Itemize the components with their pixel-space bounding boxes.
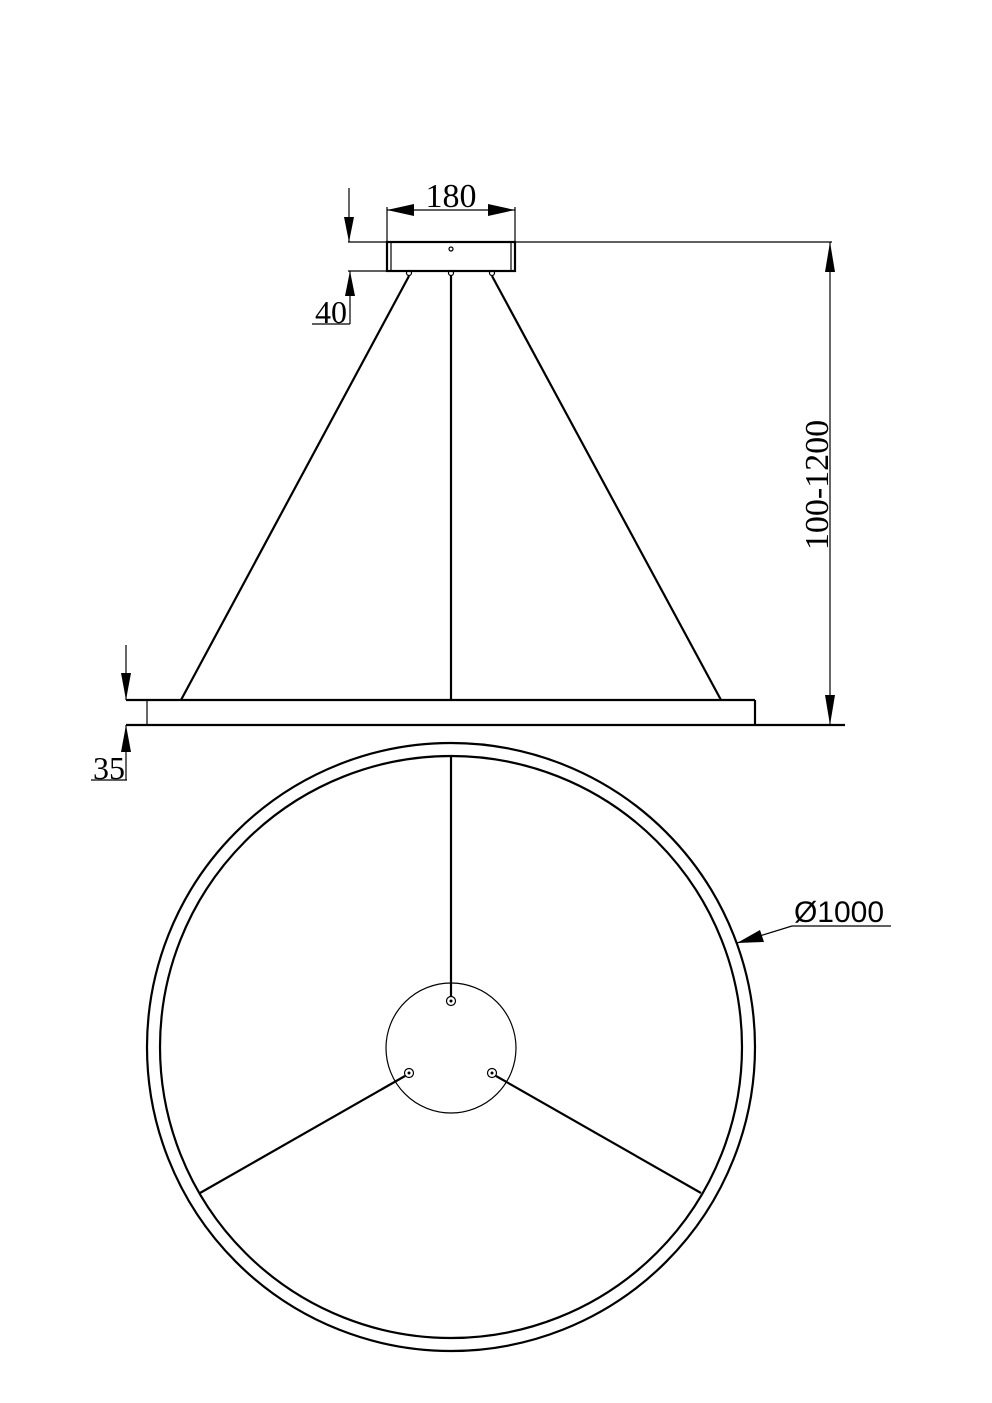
dimension-ring-thickness: 35	[91, 645, 131, 786]
ring-thickness-label: 35	[93, 750, 125, 786]
ring-side-profile	[126, 698, 845, 727]
canopy	[385, 240, 517, 277]
dimension-canopy-width: 180	[386, 178, 516, 242]
ring-diameter-label: Ø1000	[794, 896, 884, 929]
side-view: 180 40 100-1200 35	[91, 178, 845, 786]
ring-outer-edge	[145, 741, 757, 1353]
dimension-suspension-length: 100-1200	[799, 242, 836, 725]
canopy-height-label: 40	[315, 294, 347, 330]
suspension-cables	[180, 275, 722, 701]
cable-anchor-icon	[486, 1067, 498, 1079]
canopy-width-label: 180	[426, 178, 477, 215]
cable-anchor-icon	[403, 1067, 415, 1079]
canopy-screw-icon	[448, 246, 454, 252]
suspension-length-label: 100-1200	[799, 420, 836, 550]
dimension-canopy-height: 40	[312, 188, 832, 330]
dimension-ring-diameter: Ø1000	[736, 896, 891, 944]
top-view: Ø1000	[145, 741, 891, 1353]
